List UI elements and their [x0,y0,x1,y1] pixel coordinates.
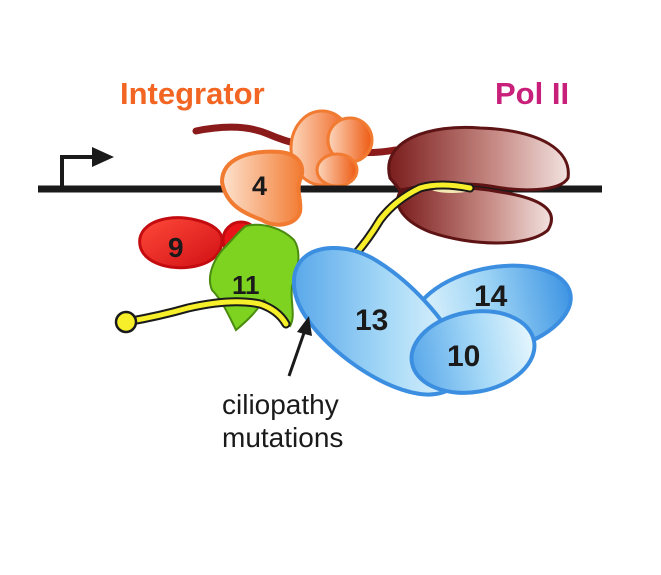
subunit-9-label: 9 [168,232,184,263]
arrow-pointer-icon [287,316,312,377]
promoter-arrow-icon [60,147,114,189]
subunit-11-label: 11 [232,270,260,300]
subunit-4: 4 [219,149,305,227]
subunit-14-label: 14 [474,280,508,313]
ciliopathy-label-line1: ciliopathy [222,389,339,420]
subunit-4-label: 4 [252,171,267,201]
subunit-13-label: 13 [355,304,388,337]
integrator-title: Integrator [120,76,265,111]
pol-ii-title: Pol II [495,76,569,111]
ciliopathy-label-line2: mutations [222,422,343,453]
integrator-backbone [289,109,374,188]
subunit-10: 10 [409,309,537,395]
subunit-10-label: 10 [447,340,480,373]
rna-tail [114,297,291,334]
